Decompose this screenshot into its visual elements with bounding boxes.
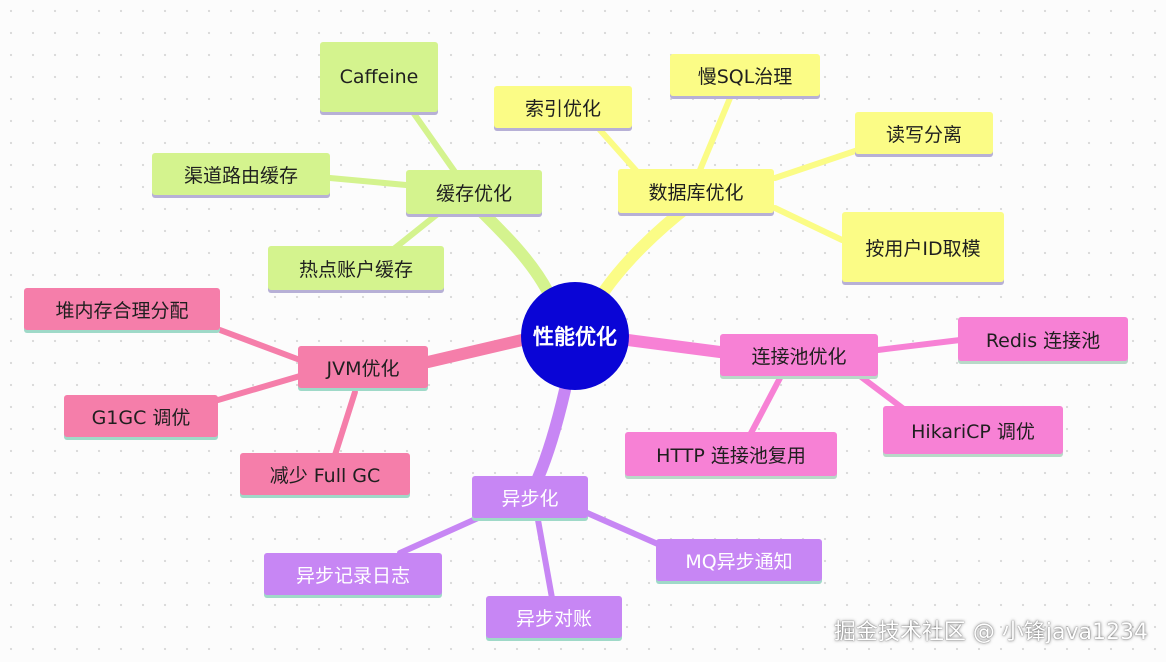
branch-pool[interactable]: 连接池优化 <box>720 334 878 376</box>
node-hikaricp[interactable]: HikariCP 调优 <box>883 406 1063 454</box>
node-hikaricp-label: HikariCP 调优 <box>911 420 1035 443</box>
node-hot-account-cache[interactable]: 热点账户缓存 <box>268 246 444 290</box>
branch-jvm-label: JVM优化 <box>326 357 400 380</box>
edge-pool-redis <box>875 337 963 353</box>
node-async-recon[interactable]: 异步对账 <box>486 596 622 638</box>
node-caffeine[interactable]: Caffeine <box>320 42 438 112</box>
branch-async-label: 异步化 <box>501 487 559 510</box>
edge-db-rw <box>772 147 861 181</box>
node-g1gc-label: G1GC 调优 <box>91 406 191 429</box>
edge-jvm-g1gc <box>215 373 303 403</box>
edge-root-pool <box>622 334 726 358</box>
edge-cache-channel <box>327 175 409 188</box>
node-read-write-split[interactable]: 读写分离 <box>855 112 993 154</box>
edge-root-cache <box>469 199 554 298</box>
root-node[interactable]: 性能优化 <box>521 282 629 390</box>
edge-async-log <box>397 515 481 556</box>
root-label: 性能优化 <box>533 325 617 349</box>
edge-db-mod <box>772 205 845 243</box>
node-mq-notify[interactable]: MQ异步通知 <box>656 539 822 581</box>
node-g1gc[interactable]: G1GC 调优 <box>64 395 218 437</box>
node-slow-sql[interactable]: 慢SQL治理 <box>670 54 820 96</box>
branch-cache[interactable]: 缓存优化 <box>406 170 542 214</box>
branch-cache-label: 缓存优化 <box>435 182 512 205</box>
node-read-write-split-label: 读写分离 <box>885 123 962 146</box>
edge-root-db <box>599 199 696 296</box>
edge-jvm-fullgc <box>332 389 358 458</box>
node-channel-route-cache[interactable]: 渠道路由缓存 <box>152 153 330 195</box>
edge-async-mq <box>582 509 663 548</box>
node-heap-label: 堆内存合理分配 <box>55 299 189 322</box>
node-full-gc[interactable]: 减少 Full GC <box>240 453 410 495</box>
node-caffeine-label: Caffeine <box>339 66 419 88</box>
node-http-pool-label: HTTP 连接池复用 <box>656 444 806 467</box>
node-heap[interactable]: 堆内存合理分配 <box>24 288 220 330</box>
node-http-pool[interactable]: HTTP 连接池复用 <box>625 432 837 476</box>
edge-jvm-heap <box>217 327 303 363</box>
node-userid-mod-label: 按用户ID取模 <box>865 237 981 260</box>
branch-db-label: 数据库优化 <box>648 181 744 204</box>
edge-root-async <box>532 384 571 484</box>
node-index-label: 索引优化 <box>524 97 601 120</box>
node-slow-sql-label: 慢SQL治理 <box>697 65 793 88</box>
node-full-gc-label: 减少 Full GC <box>269 464 381 487</box>
edge-pool-hikari <box>857 373 908 413</box>
node-async-log[interactable]: 异步记录日志 <box>264 553 442 595</box>
branch-pool-label: 连接池优化 <box>751 345 847 368</box>
edge-db-sql <box>697 95 733 173</box>
node-async-log-label: 异步记录日志 <box>295 564 410 587</box>
node-redis-pool-label: Redis 连接池 <box>985 329 1101 352</box>
node-hot-account-cache-label: 热点账户缓存 <box>298 258 413 281</box>
branch-jvm[interactable]: JVM优化 <box>298 346 428 388</box>
edge-db-index <box>597 127 643 178</box>
edge-root-jvm <box>422 334 528 368</box>
branch-async[interactable]: 异步化 <box>472 476 588 518</box>
node-async-recon-label: 异步对账 <box>515 607 592 630</box>
node-mq-notify-label: MQ异步通知 <box>685 550 793 573</box>
node-channel-route-cache-label: 渠道路由缓存 <box>183 164 298 187</box>
edge-pool-http <box>747 375 783 438</box>
node-userid-mod[interactable]: 按用户ID取模 <box>842 212 1004 282</box>
branch-db[interactable]: 数据库优化 <box>618 169 774 213</box>
node-index[interactable]: 索引优化 <box>494 86 632 128</box>
edge-cache-hot <box>392 209 443 251</box>
edge-cache-caffeine <box>407 105 458 175</box>
watermark: 掘金技术社区 @ 小锋java1234 <box>833 620 1148 645</box>
node-redis-pool[interactable]: Redis 连接池 <box>958 317 1128 361</box>
edge-async-recon <box>535 517 555 601</box>
